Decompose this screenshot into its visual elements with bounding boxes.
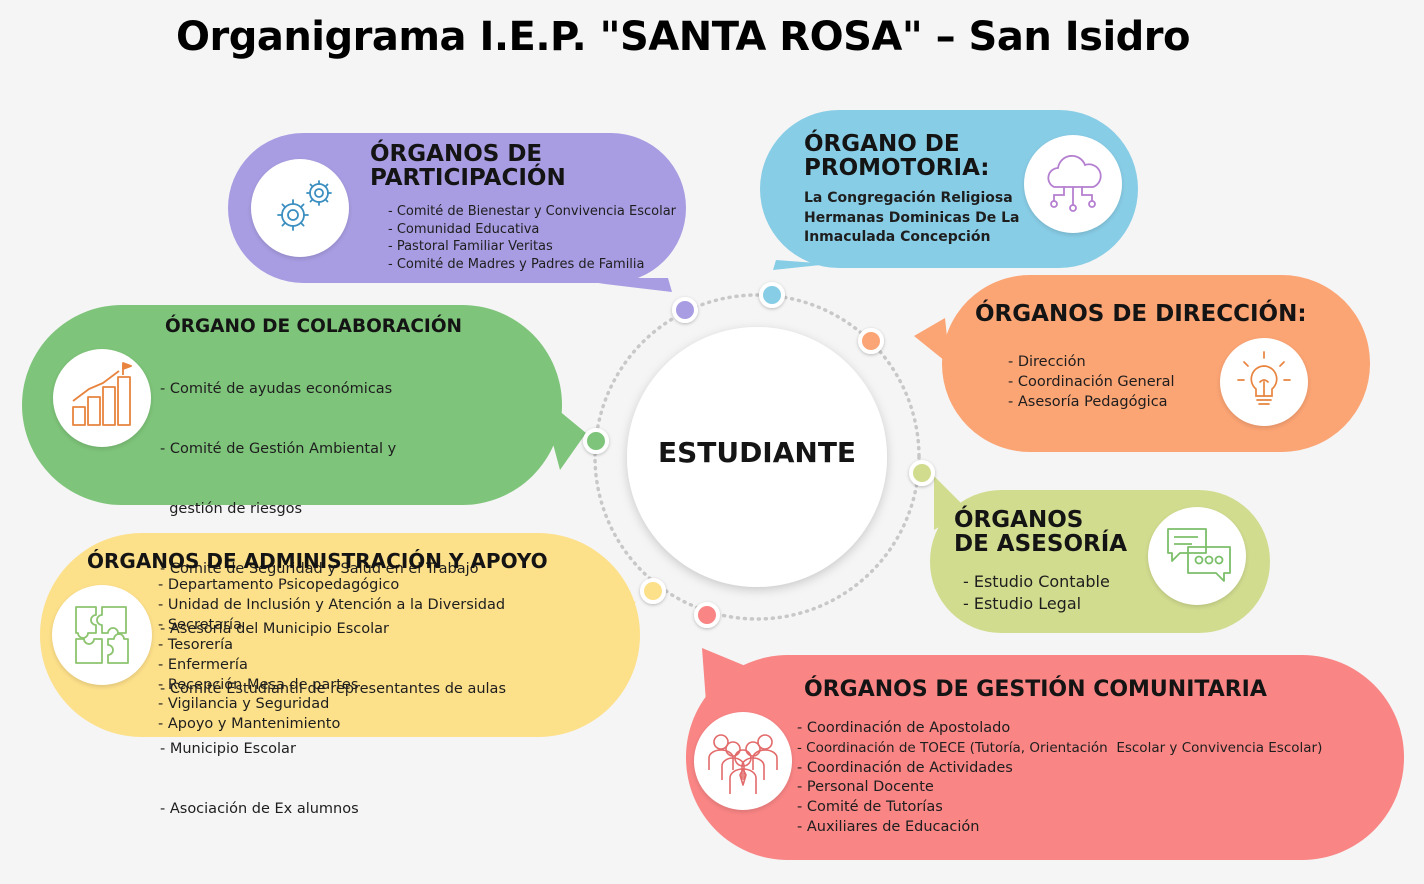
list-item: - Vigilancia y Seguridad <box>158 696 330 713</box>
list-item: - Auxiliares de Educación <box>797 818 980 835</box>
list-item: - Asesoría Pedagógica <box>1008 394 1168 410</box>
colaboracion-list: - Comité de ayudas económicas - Comité d… <box>160 339 506 839</box>
list-item: - Comité de Tutorías <box>797 799 943 816</box>
list-item: - Coordinación de TOECE (Tutoría, Orient… <box>797 739 1323 756</box>
list-item: - Recepción Mesa de partes <box>158 676 359 693</box>
dot-promotoria <box>759 282 785 308</box>
list-item: - Tesorería <box>158 636 234 653</box>
promotoria-list: La Congregación Religiosa Hermanas Domin… <box>804 189 1019 248</box>
list-item: - Comité de Gestión Ambiental y <box>160 441 397 457</box>
puzzle-icon <box>52 585 152 685</box>
chat-bubbles-icon <box>1148 507 1246 605</box>
list-item: Hermanas Dominicas De La <box>804 209 1020 226</box>
dotted-ring <box>593 293 921 621</box>
gestion-list: - Coordinación de Apostolado - Coordinac… <box>797 719 1322 838</box>
list-item: - Coordinación de Apostolado <box>797 720 1011 736</box>
bubble-colaboracion <box>22 305 586 505</box>
list-item: - Municipio Escolar <box>160 741 296 757</box>
bubble-administracion <box>40 533 640 737</box>
administracion-list: - Departamento Psicopedagógico - Unidad … <box>158 576 505 735</box>
list-item: - Enfermería <box>158 656 248 673</box>
dot-colaboracion <box>583 428 609 454</box>
list-item: La Congregación Religiosa <box>804 190 1013 206</box>
list-item: - Unidad de Inclusión y Atención a la Di… <box>158 596 506 613</box>
list-item: - Coordinación General <box>1008 374 1175 390</box>
list-item: - Comité Estudiantil de representantes d… <box>160 681 506 697</box>
cloud-network-icon <box>1024 135 1122 233</box>
list-item: gestión de riesgos <box>160 501 303 517</box>
growth-chart-icon <box>53 349 151 447</box>
promotoria-heading: ÓRGANO DE PROMOTORIA: <box>804 132 990 180</box>
gears-icon <box>251 159 349 257</box>
administracion-heading: ÓRGANOS DE ADMINISTRACIÓN Y APOYO <box>87 549 548 573</box>
list-item: - Estudio Legal <box>963 594 1082 613</box>
list-item: - Apoyo y Mantenimiento <box>158 716 341 733</box>
list-item: - Departamento Psicopedagógico <box>158 577 400 593</box>
participacion-heading-line: ÓRGANOS DE <box>370 141 543 167</box>
dot-asesoria <box>909 460 935 486</box>
asesoria-heading: ÓRGANOS DE ASESORÍA <box>954 508 1127 556</box>
page-title: Organigrama I.E.P. "SANTA ROSA" – San Is… <box>175 14 1191 60</box>
list-item: - Pastoral Familiar Veritas <box>388 239 553 254</box>
list-item: - Comité de Bienestar y Convivencia Esco… <box>388 204 677 219</box>
dot-administracion <box>640 578 666 604</box>
list-item: - Asesoría del Municipio Escolar <box>160 621 389 637</box>
list-item: - Comunidad Educativa <box>388 221 540 237</box>
participacion-heading-line: PARTICIPACIÓN <box>370 165 566 192</box>
dot-participacion <box>672 297 698 323</box>
direccion-list: - Dirección - Coordinación General - Ase… <box>1008 352 1175 412</box>
gestion-heading: ÓRGANOS DE GESTIÓN COMUNITARIA <box>804 677 1267 702</box>
dot-direccion <box>858 328 884 354</box>
center-circle <box>627 327 887 587</box>
asesoria-heading-line: ÓRGANOS <box>954 507 1084 533</box>
list-item: - Comité de ayudas económicas <box>160 381 393 397</box>
direccion-heading: ÓRGANOS DE DIRECCIÓN: <box>975 301 1307 327</box>
list-item: - Dirección <box>1008 354 1086 370</box>
promotoria-heading-line: ÓRGANO DE <box>804 131 960 157</box>
list-item: - Secretaría <box>158 616 242 633</box>
list-item: - Comité de Madres y Padres de Familia <box>388 256 645 272</box>
participacion-list: - Comité de Bienestar y Convivencia Esco… <box>388 203 676 273</box>
participacion-heading: ÓRGANOS DE PARTICIPACIÓN <box>370 142 566 190</box>
lightbulb-icon <box>1220 338 1308 426</box>
list-item: - Estudio Contable <box>963 572 1110 591</box>
promotoria-heading-line: PROMOTORIA: <box>804 155 990 182</box>
dot-gestion <box>694 602 720 628</box>
list-item: - Personal Docente <box>797 779 934 796</box>
people-group-icon <box>694 712 792 810</box>
center-label: ESTUDIANTE <box>657 436 857 469</box>
asesoria-heading-line: DE ASESORÍA <box>954 531 1128 558</box>
asesoria-list: - Estudio Contable - Estudio Legal <box>963 571 1110 615</box>
colaboracion-heading: ÓRGANO DE COLABORACIÓN <box>165 316 463 337</box>
list-item: - Asociación de Ex alumnos <box>160 801 359 817</box>
bubble-gestion <box>686 648 1404 860</box>
list-item: - Coordinación de Actividades <box>797 759 1013 776</box>
list-item: - Comité de Seguridad y Salud en el Trab… <box>160 561 479 577</box>
list-item: Inmaculada Concepción <box>804 229 991 245</box>
bubble-participacion <box>228 133 686 292</box>
